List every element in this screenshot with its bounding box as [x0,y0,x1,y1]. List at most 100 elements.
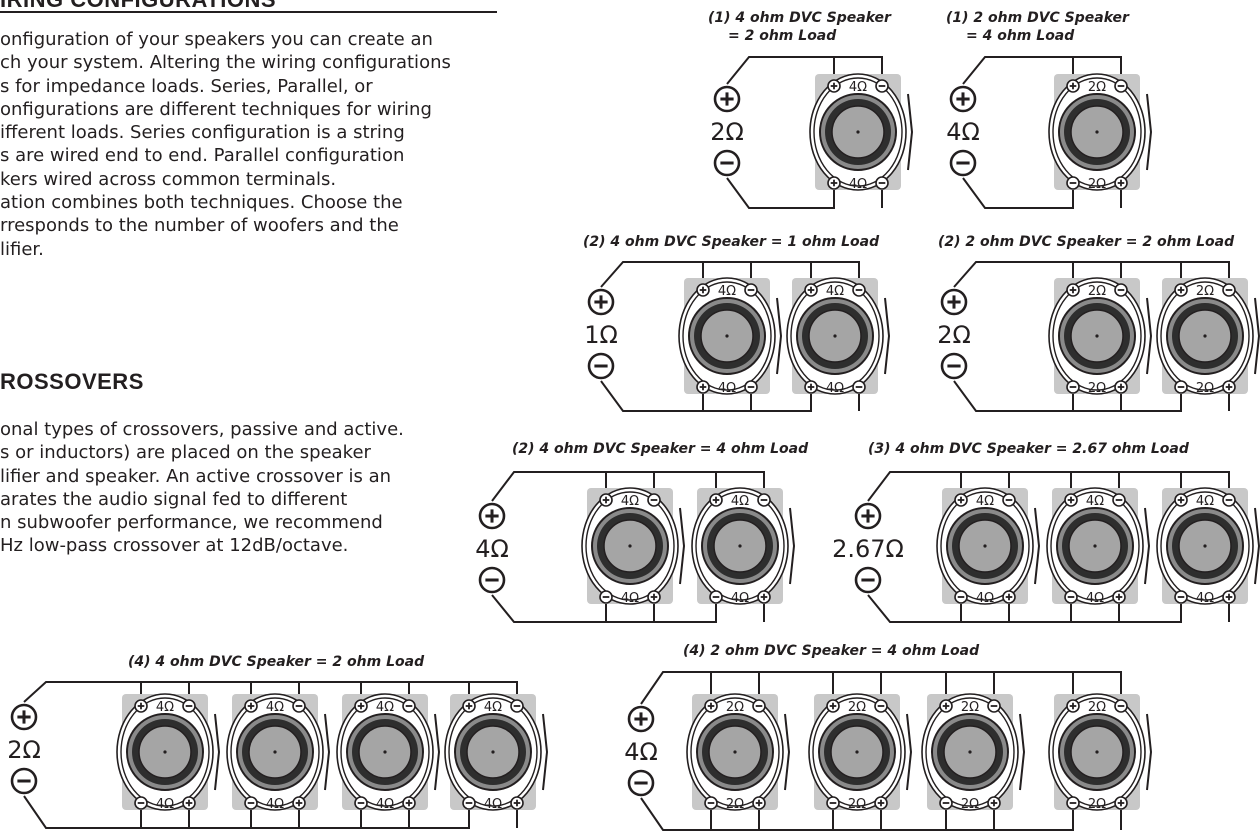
crossover-paragraph-line: n subwoofer performance, we recommend [0,512,383,534]
dust-cap [273,750,277,754]
minus-icon [510,699,524,713]
amp-load-label: 2.67Ω [832,535,904,563]
minus-icon [182,699,196,713]
dust-cap [383,750,387,754]
wire [1254,507,1260,585]
wire [1034,507,1041,585]
wire [640,797,1074,831]
minus-icon [875,176,889,190]
plus-icon [587,288,615,316]
minus-icon [940,352,968,380]
dust-cap [628,544,632,548]
wiring-paragraph-line: onfiguration of your speakers you can cr… [0,29,433,50]
amplifier-terminal: 2Ω [710,85,744,177]
voice-coil-label: 4Ω [1196,591,1214,606]
amplifier-terminal: 4Ω [624,705,658,797]
minus-icon [354,796,368,810]
plus-icon [647,590,661,604]
plus-icon [939,699,953,713]
minus-icon [627,769,655,797]
wire [1019,713,1026,791]
minus-icon [709,590,723,604]
plus-icon [696,380,710,394]
minus-icon [1114,283,1128,297]
plus-icon [874,796,888,810]
voice-coil-label: 4Ω [731,591,749,606]
voice-coil-label: 2Ω [848,700,866,715]
plus-icon [627,705,655,733]
dust-cap [733,750,737,754]
plus-icon [713,85,741,113]
amp-load-label: 2Ω [710,118,744,146]
minus-icon [987,699,1001,713]
voice-coil-label: 2Ω [848,797,866,812]
voice-coil-label: 4Ω [376,700,394,715]
minus-icon [874,699,888,713]
voice-coil-label: 4Ω [976,494,994,509]
voice-coil-label: 2Ω [726,797,744,812]
dust-cap [1095,130,1099,134]
wire [962,56,1122,86]
plus-icon [757,590,771,604]
voice-coil-label: 4Ω [156,797,174,812]
wire [1254,297,1260,375]
wiring-paragraph-line: onfigurations are different techniques f… [0,98,432,120]
voice-coil-label: 4Ω [266,700,284,715]
voice-coil-label: 4Ω [1086,591,1104,606]
wiring-paragraph: onfiguration of your speakers you can cr… [0,28,451,261]
voice-coil-label: 4Ω [826,381,844,396]
plus-icon [1114,380,1128,394]
wire [953,380,1182,412]
speaker: 4Ω 4Ω [786,277,884,396]
minus-icon [954,590,968,604]
wiring-paragraph-line: ch your system. Altering the wiring conf… [0,52,451,74]
minus-icon [1114,79,1128,93]
diagram-title: (2) 4 ohm DVC Speaker = 1 ohm Load [583,234,880,250]
amp-load-label: 4Ω [946,118,980,146]
wire [214,713,221,791]
voice-coil-label: 4Ω [976,591,994,606]
minus-icon [599,590,613,604]
minus-icon [752,699,766,713]
diagram-title: (1) 2 ohm DVC Speaker [946,10,1130,26]
wire [434,713,441,791]
voice-coil-label: 4Ω [826,284,844,299]
dust-cap [738,544,742,548]
plus-icon [599,493,613,507]
voice-coil-label: 4Ω [1086,494,1104,509]
wire [23,795,470,829]
wire [324,713,331,791]
diagram-title: = 2 ohm Load [728,28,837,44]
plus-icon [478,502,506,530]
wire [884,297,891,375]
amplifier-terminal: 4Ω [475,502,509,594]
plus-icon [1066,283,1080,297]
dust-cap [1095,750,1099,754]
dust-cap [855,750,859,754]
diagram-title: (4) 4 ohm DVC Speaker = 2 ohm Load [128,654,425,670]
plus-icon [804,283,818,297]
amp-load-label: 1Ω [584,321,618,349]
plus-icon [1174,283,1188,297]
voice-coil-label: 4Ω [484,797,502,812]
voice-coil-label: 4Ω [718,381,736,396]
amplifier-terminal: 2Ω [7,703,41,795]
crossover-paragraph: onal types of crossovers, passive and ac… [0,418,404,558]
dust-cap [725,334,729,338]
voice-coil-label: 2Ω [1196,284,1214,299]
plus-icon [354,699,368,713]
plus-icon [1066,699,1080,713]
wire [491,594,717,623]
plus-icon [752,796,766,810]
wiring-paragraph-line: kers wired across common terminals. [0,168,337,190]
voice-coil-label: 2Ω [961,700,979,715]
plus-icon [462,699,476,713]
speaker: 4Ω 4Ω [1046,487,1144,606]
